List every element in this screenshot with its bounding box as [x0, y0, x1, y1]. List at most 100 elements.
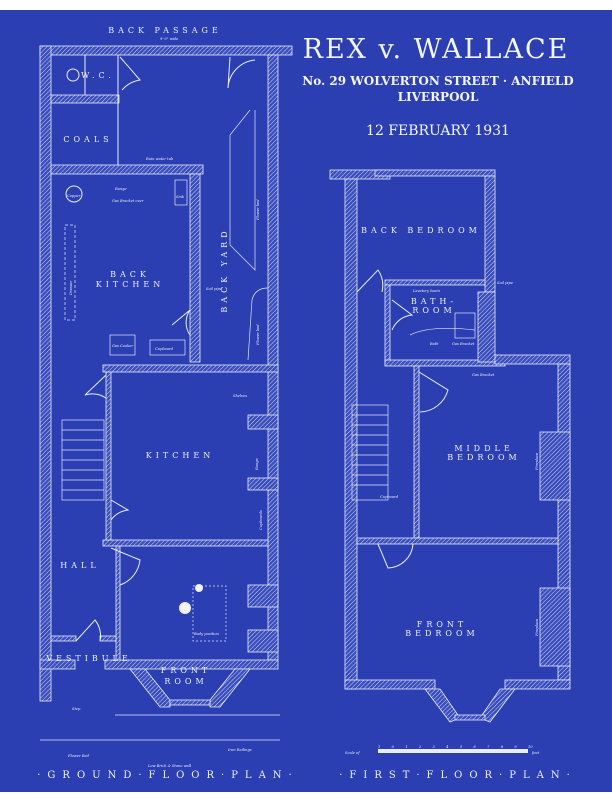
label-bathroom: BATH- [411, 297, 457, 306]
back-bedroom-door-icon [356, 269, 384, 293]
ff-back-addition-wall [494, 354, 571, 365]
blood-stain-icon [179, 602, 191, 614]
title-city: LIVERPOOL [398, 90, 479, 104]
label-passage-width: 9'-0" wide [160, 37, 178, 41]
copper-icon [65, 185, 83, 203]
vestibule-door-icon [75, 619, 102, 642]
ff-bay-right [479, 688, 516, 723]
vestibule-wall-2 [99, 635, 117, 642]
vestibule-wall [50, 635, 77, 642]
left-party-wall [39, 45, 52, 702]
label-wc: W.C. [81, 71, 115, 80]
label-railings: Iron Railings [227, 748, 252, 752]
passage-door-icon [227, 56, 256, 89]
kitchen-rear-wall [102, 364, 279, 373]
flower-bed-2 [247, 287, 269, 361]
scale-tick-label: 3 [433, 745, 436, 749]
right-party-wall [267, 54, 279, 661]
back-kitchen-door-icon [171, 309, 191, 336]
label-back-kitchen-2: KITCHEN [96, 280, 164, 289]
label-bath: Bath [429, 342, 439, 346]
label-kitchen-range: Range [255, 458, 259, 471]
scale-tick-label: 8 [501, 745, 504, 749]
hearthrug [192, 585, 227, 642]
label-kitchen: KITCHEN [146, 451, 214, 460]
label-shelves: Shelves [233, 394, 247, 398]
blood-stain-icon [195, 584, 203, 592]
label-cupboard: Cupboard [155, 347, 174, 351]
kitchen-front-wall [102, 539, 269, 547]
wc-wall [50, 94, 120, 104]
label-step: Step [72, 707, 81, 711]
ff-landing-wall [413, 365, 420, 539]
ground-floor-plan: BACK PASSAGE 9'-0" wide W.C. COALS BACK … [37, 26, 298, 781]
cupboard [149, 339, 186, 356]
ff-bathroom-top-wall [384, 279, 486, 286]
dresser [64, 224, 76, 321]
label-fireplace-2: Fireplace [535, 619, 539, 637]
label-range: Range [114, 187, 127, 191]
back-kitchen-top-wall [50, 164, 204, 175]
label-rain-water: Rain water tub [145, 157, 174, 161]
chimney-kitchen-1 [247, 414, 279, 430]
label-body-position: Body position [193, 632, 219, 636]
ff-back-bedroom-right-wall [484, 175, 496, 293]
first-floor-plan: BACK BEDROOM BATH- ROOM MIDDLE BEDROOM F… [329, 169, 577, 781]
ff-chimney-front [539, 587, 571, 667]
hall-wall [105, 371, 112, 541]
ff-left-wall [344, 178, 358, 690]
ff-chimney-middle [539, 431, 571, 501]
scale-tick-label: 10 [528, 745, 533, 749]
label-copper: Copper [67, 194, 81, 198]
front-bedroom-door-icon [377, 543, 414, 569]
chimney-front-1 [247, 584, 279, 608]
flower-bed [229, 109, 256, 271]
front-room-hall-wall [115, 545, 121, 662]
scale-tick-label: 6 [473, 745, 476, 749]
bathroom-door-icon [391, 299, 414, 331]
front-wall [104, 659, 279, 670]
label-back-kitchen: BACK [110, 270, 150, 279]
label-gas-bracket: Gas Bracket [452, 342, 475, 346]
ff-front-wall-left [344, 679, 436, 690]
label-front-room-2: ROOM [164, 677, 207, 686]
yard-door-icon [119, 56, 141, 91]
label-back-passage: BACK PASSAGE [108, 26, 222, 35]
label-fireplace: Fireplace [535, 453, 539, 471]
scale-tick-label: 9 [514, 745, 517, 749]
label-back-bedroom: BACK BEDROOM [361, 226, 481, 235]
label-flower-bed-2: Flower bed [256, 324, 260, 346]
label-middle-bedroom: MIDDLE [454, 444, 513, 453]
sink [174, 179, 188, 206]
label-back-yard: BACK YARD [220, 227, 229, 312]
label-lavatory: Lavatory basin [412, 289, 441, 293]
label-flower-bed-front: Flower Bed [67, 754, 90, 758]
label-cupboards: Cupboards [259, 510, 263, 530]
scale-label: Scale of [345, 751, 360, 755]
scale-tick-label: 1 [378, 745, 380, 749]
front-room-door-icon [110, 547, 141, 586]
title-address: No. 29 WOLVERTON STREET · ANFIELD [302, 74, 573, 88]
label-coals: COALS [63, 135, 112, 144]
scale-tick-label: 7 [487, 745, 490, 749]
lavatory-basin [454, 312, 476, 339]
label-bathroom-2: ROOM [412, 306, 455, 315]
label-gas-bracket: Gas Bracket over [112, 199, 144, 203]
label-front-bedroom-2: BEDROOM [405, 629, 478, 638]
ground-floor-plan-label: ·GROUND·FLOOR·PLAN· [37, 770, 298, 781]
label-dresser: Dresser [69, 280, 73, 296]
label-flower-bed: Flower bed [256, 199, 260, 221]
ff-staircase [351, 404, 389, 501]
chimney-front-2 [247, 629, 279, 653]
first-floor-plan-label: ·FIRST·FLOOR·PLAN· [339, 770, 577, 781]
label-soil-pipe: Soil pipe [497, 281, 513, 285]
label-middle-bedroom-2: BEDROOM [447, 453, 520, 462]
ff-back-wall [374, 169, 496, 177]
ff-bay-front [454, 714, 486, 721]
scale-unit: feet [531, 751, 540, 755]
label-gas-bracket-2: Gas Bracket [472, 373, 495, 377]
bath [409, 327, 476, 336]
